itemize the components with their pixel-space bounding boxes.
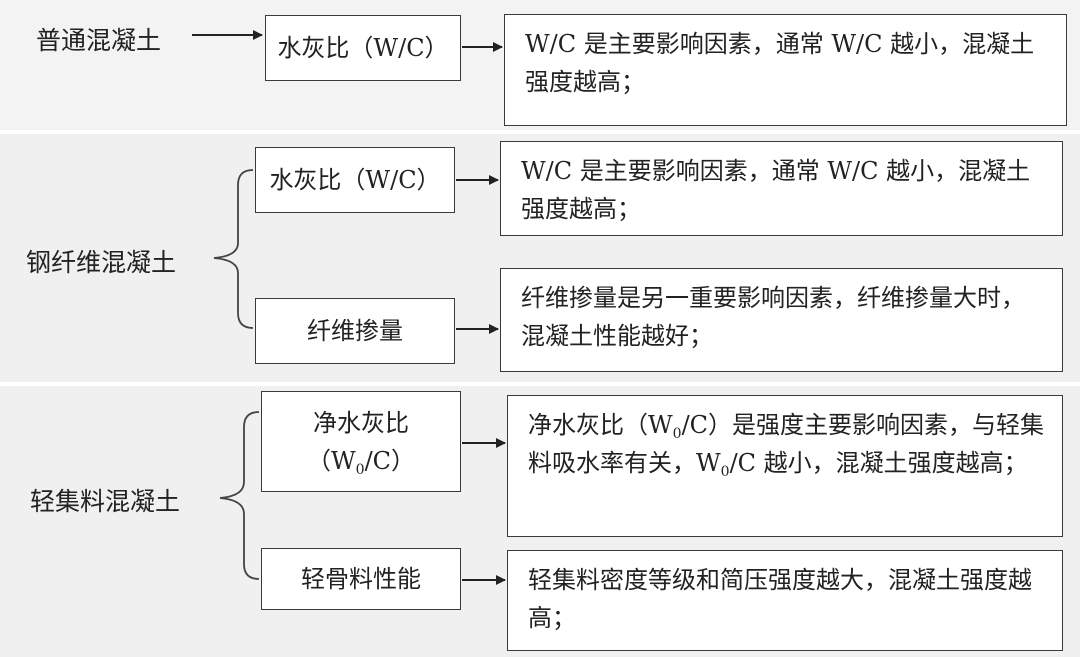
factor-box-g1-wc: 水灰比（W/C） [265, 15, 461, 81]
factor-description: 轻集料密度等级和简压强度越大，混凝土强度越高； [528, 566, 1032, 632]
desc-box-g3-aggregate: 轻集料密度等级和简压强度越大，混凝土强度越高； [507, 550, 1063, 651]
group-label-ordinary-concrete: 普通混凝土 [36, 26, 162, 55]
group-label-steel-fiber-concrete: 钢纤维混凝土 [26, 248, 177, 277]
factor-name-line2: （W0/C） [306, 446, 416, 478]
factor-box-g2-wc: 水灰比（W/C） [255, 147, 455, 213]
desc-box-g2-wc: W/C 是主要影响因素，通常 W/C 越小，混凝土强度越高； [500, 141, 1063, 236]
factor-name: 水灰比（W/C） [277, 34, 449, 62]
factor-name-line1: 净水灰比 [312, 408, 409, 437]
brace-g3 [219, 411, 260, 580]
factor-name: 纤维掺量 [307, 317, 403, 345]
desc-box-g2-fiber: 纤维掺量是另一重要影响因素，纤维掺量大时，混凝土性能越好； [500, 268, 1063, 372]
group-label-lightweight-aggregate-concrete: 轻集料混凝土 [30, 487, 181, 516]
factor-name: 水灰比（W/C） [269, 166, 441, 194]
factor-name: 轻骨料性能 [301, 565, 421, 593]
factor-description: W/C 是主要影响因素，通常 W/C 越小，混凝土强度越高； [525, 30, 1035, 96]
factor-description: 净水灰比（W0/C）是强度主要影响因素，与轻集料吸水率有关，W0/C 越小，混凝… [528, 411, 1045, 480]
factor-description: W/C 是主要影响因素，通常 W/C 越小，混凝土强度越高； [521, 157, 1031, 223]
desc-box-g3-net-wc: 净水灰比（W0/C）是强度主要影响因素，与轻集料吸水率有关，W0/C 越小，混凝… [507, 395, 1063, 537]
factor-description: 纤维掺量是另一重要影响因素，纤维掺量大时，混凝土性能越好； [521, 284, 1025, 350]
factor-box-g2-fiber: 纤维掺量 [255, 298, 455, 364]
desc-box-g1-wc: W/C 是主要影响因素，通常 W/C 越小，混凝土强度越高； [504, 14, 1067, 126]
factor-box-g3-net-wc: 净水灰比 （W0/C） [261, 391, 461, 492]
brace-g2 [213, 169, 254, 329]
factor-box-g3-aggregate: 轻骨料性能 [261, 548, 461, 610]
